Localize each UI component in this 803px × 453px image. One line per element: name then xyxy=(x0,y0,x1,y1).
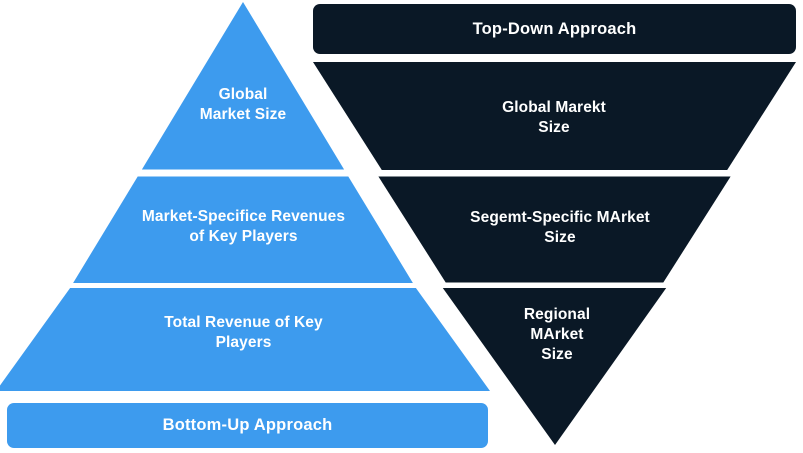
bottom-up-tier-1-shape xyxy=(141,2,345,170)
top-down-pyramid-shape xyxy=(313,62,796,445)
bottom-up-tier-2-shape xyxy=(73,176,413,283)
top-down-tier-3-shape xyxy=(442,288,667,445)
bottom-up-approach-bar[interactable]: Bottom-Up Approach xyxy=(7,403,488,448)
bottom-up-tier-3-shape xyxy=(0,288,490,391)
top-down-approach-bar[interactable]: Top-Down Approach xyxy=(313,4,796,54)
bottom-up-pyramid-shape xyxy=(0,2,490,391)
top-down-tier-1-shape xyxy=(313,62,796,170)
top-down-tier-2-shape xyxy=(378,176,731,283)
